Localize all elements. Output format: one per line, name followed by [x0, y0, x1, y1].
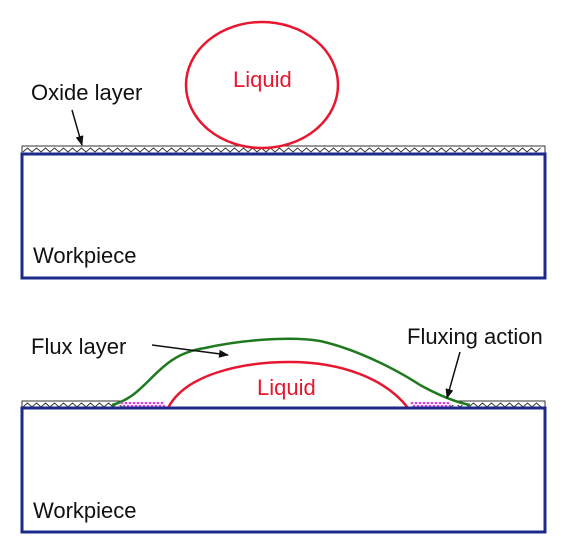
- liquid-droplet: [184, 20, 340, 150]
- oxide-arrow: [71, 109, 84, 146]
- liquid-label: Liquid: [233, 67, 292, 92]
- workpiece: [20, 406, 547, 534]
- workpiece: [20, 152, 547, 280]
- fluxing-dot: [120, 401, 124, 405]
- fluxing-dot: [144, 401, 148, 405]
- fluxing-dot: [438, 401, 442, 405]
- top-panel: Liquid Oxide layer Workpiece: [20, 20, 547, 280]
- liquid-spread: [166, 360, 409, 409]
- fluxing-dot: [418, 401, 422, 405]
- fluxing-dot: [430, 401, 434, 405]
- workpiece-label: Workpiece: [33, 243, 137, 268]
- fluxing-dot: [160, 401, 164, 405]
- fluxing-dot: [410, 401, 414, 405]
- fluxing-dot: [422, 401, 426, 405]
- oxide-layer-label: Oxide layer: [31, 80, 142, 105]
- fluxing-dot: [442, 401, 446, 405]
- fluxing-dot: [446, 401, 450, 405]
- fluxing-dot: [128, 401, 132, 405]
- fluxing-dot: [434, 401, 438, 405]
- fluxing-dot: [132, 401, 136, 405]
- flux-arrow: [151, 344, 229, 358]
- fluxing-arrow: [445, 351, 461, 399]
- fluxing-action-label: Fluxing action: [407, 324, 543, 349]
- fluxing-dot: [140, 401, 144, 405]
- workpiece-label: Workpiece: [33, 498, 137, 523]
- fluxing-dot: [426, 401, 430, 405]
- liquid-label: Liquid: [257, 375, 316, 400]
- fluxing-dot: [152, 401, 156, 405]
- bottom-panel: Liquid Flux layer Fluxing action Workpie…: [20, 324, 547, 534]
- fluxing-dot: [414, 401, 418, 405]
- fluxing-dot: [124, 401, 128, 405]
- flux-layer-label: Flux layer: [31, 334, 126, 359]
- fluxing-dot: [136, 401, 140, 405]
- fluxing-dot: [156, 401, 160, 405]
- fluxing-dot: [148, 401, 152, 405]
